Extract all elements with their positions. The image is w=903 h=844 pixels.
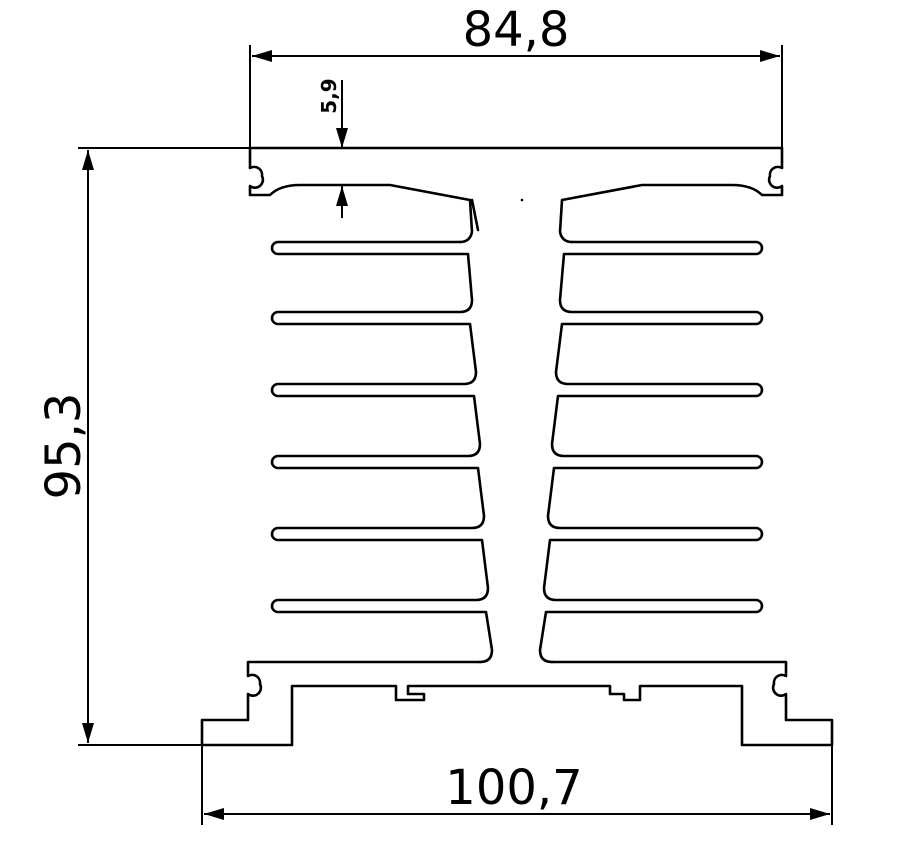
left-top-flange	[248, 146, 474, 244]
top-width-label: 84,8	[463, 2, 570, 58]
heatsink-profile	[200, 146, 834, 747]
flange-thickness-dimension: 5,9	[317, 78, 348, 218]
center-stem	[470, 198, 480, 232]
flange-thickness-label: 5,9	[317, 78, 341, 113]
bottom-width-label: 100,7	[445, 760, 582, 816]
base-plate	[200, 660, 834, 747]
right-top-flange	[558, 146, 784, 244]
top-width-dimension: 84,8	[249, 2, 783, 150]
bottom-width-dimension: 100,7	[201, 720, 833, 825]
left-fins	[270, 240, 494, 664]
right-fins	[538, 240, 764, 664]
height-label: 95,3	[36, 393, 92, 500]
height-dimension: 95,3	[36, 147, 260, 746]
